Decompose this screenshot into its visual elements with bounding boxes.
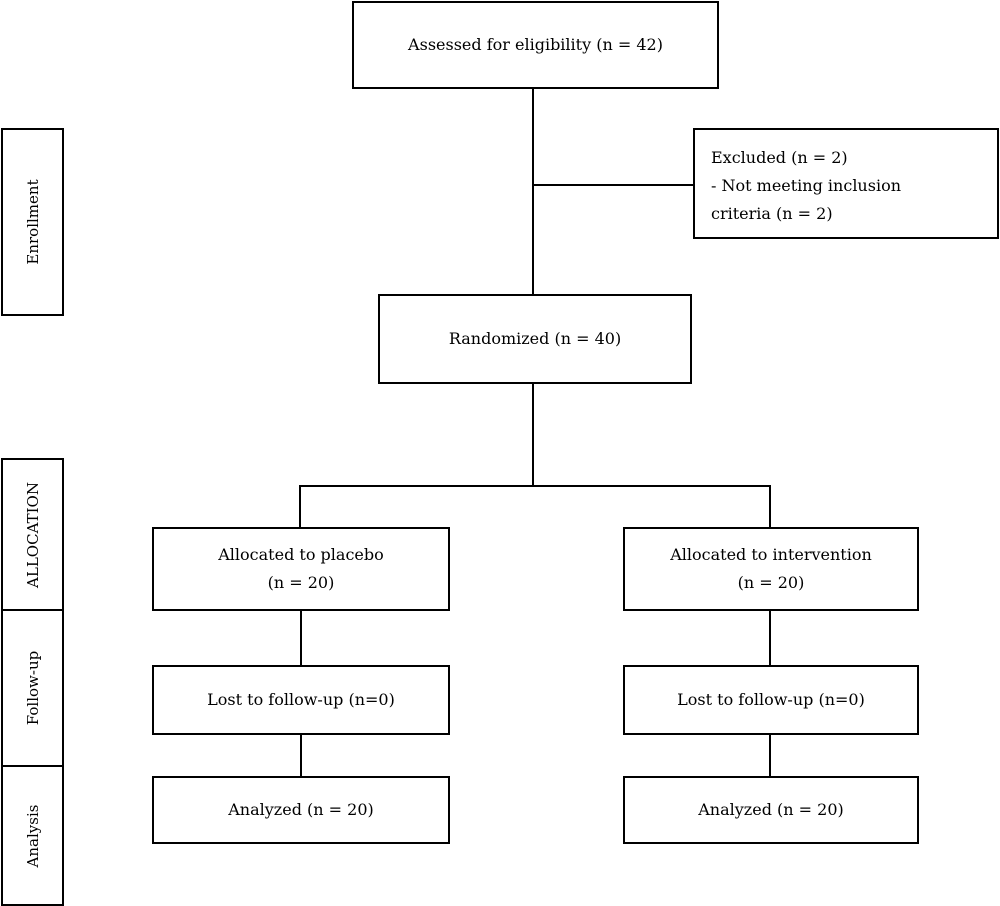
analyzed-intervention-text: Analyzed (n = 20) [698,800,844,819]
connector-placebo-analyzed [300,733,302,778]
connector-placebo-lost [300,609,302,667]
connector-intervention-analyzed [769,733,771,778]
assessed-text: Assessed for eligibility (n = 42) [408,35,663,54]
intervention-line1: Allocated to intervention [670,545,872,564]
excluded-line2: - Not meeting inclusion [711,176,901,195]
lost-intervention-text: Lost to follow-up (n=0) [677,690,865,709]
phase-enrollment: Enrollment [1,128,64,316]
lost-intervention-box: Lost to follow-up (n=0) [623,665,919,735]
intervention-box: Allocated to intervention (n = 20) [623,527,919,611]
connector-to-intervention [769,485,771,529]
phase-analysis-label: Analysis [23,804,42,867]
randomized-box: Randomized (n = 40) [378,294,692,384]
randomized-text: Randomized (n = 40) [448,329,622,348]
phase-followup-label: Follow-up [23,650,42,726]
excluded-line1: Excluded (n = 2) [711,148,848,167]
connector-randomized-split [532,382,534,486]
connector-split-horizontal [299,485,771,487]
connector-intervention-lost [769,609,771,667]
placebo-box: Allocated to placebo (n = 20) [152,527,450,611]
placebo-line2: (n = 20) [267,573,335,592]
analyzed-placebo-box: Analyzed (n = 20) [152,776,450,844]
analyzed-placebo-text: Analyzed (n = 20) [228,800,374,819]
connector-to-placebo [299,485,301,529]
phase-analysis: Analysis [1,765,64,906]
connector-to-excluded [533,184,695,186]
assessed-box: Assessed for eligibility (n = 42) [352,1,719,89]
connector-assessed-randomized [532,88,534,296]
excluded-box: Excluded (n = 2) - Not meeting inclusion… [693,128,999,239]
excluded-line3: criteria (n = 2) [711,204,833,223]
phase-allocation-label: ALLOCATION [23,481,42,588]
intervention-line2: (n = 20) [737,573,805,592]
placebo-line1: Allocated to placebo [218,545,384,564]
analyzed-intervention-box: Analyzed (n = 20) [623,776,919,844]
phase-allocation: ALLOCATION [1,458,64,611]
lost-placebo-box: Lost to follow-up (n=0) [152,665,450,735]
phase-enrollment-label: Enrollment [23,179,42,265]
phase-followup: Follow-up [1,609,64,767]
lost-placebo-text: Lost to follow-up (n=0) [207,690,395,709]
